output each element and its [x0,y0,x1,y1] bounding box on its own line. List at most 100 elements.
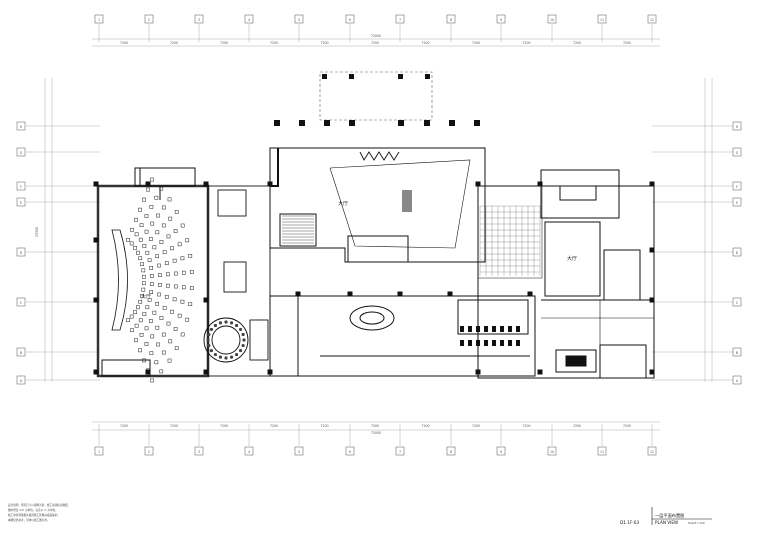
auditorium-seat [168,216,173,221]
conference-chair [213,352,218,357]
auditorium-seat [134,338,138,343]
note-line: 本图仅供参考，具体以施工图为准。 [8,518,50,522]
grid-bubble [446,446,456,456]
auditorium-seat [155,254,159,259]
auditorium-seat [188,302,193,306]
grid-bubble [345,446,355,456]
grid-bubble [16,181,26,191]
grid-bubble [194,446,204,456]
structural-column [447,291,453,297]
bay-dimension-top: 7200 [421,41,429,45]
auditorium-seat [141,287,146,292]
auditorium-seat [173,271,178,276]
auditorium-seat [138,348,142,353]
conference-chair [224,356,228,360]
grid-label-column: 5 [298,18,300,22]
structural-column [203,181,209,187]
auditorium-seat [144,326,149,331]
grid-bubble [597,14,607,24]
grid-label-row: B [736,351,738,355]
auditorium-seat [166,283,170,288]
auditorium-seat [181,285,186,290]
auditorium-seat [154,360,159,365]
general-notes: 设计说明：所有尺寸以现场为准，施工前请核对图纸。 图中所注 mm 为单位，标高以… [8,503,70,522]
drawing-subtitle: PLAN VIEW [655,520,678,525]
auditorium-seat [159,240,164,244]
auditorium-seat [138,207,142,212]
top-total-dimension: 72000 [371,34,381,38]
conference-chair [207,343,211,348]
bay-dimension-top: 7200 [120,41,128,45]
grid-label-row: H [736,125,739,129]
structural-columns [93,181,655,375]
side-total-dimension: 33300 [35,227,39,237]
auditorium-seat [166,234,171,239]
drawing-code: D1.1F-03 [620,520,639,525]
grid-label-column: 2 [148,450,150,454]
auditorium-seat [156,213,160,218]
conference-chair [234,323,239,328]
structural-column [537,369,543,375]
auditorium-seat [146,187,150,192]
grid-label-column: 11 [600,450,604,454]
conference-chair [229,321,234,325]
auditorium-seat [157,263,161,268]
room-label-right-atrium: 大厅 [567,255,577,262]
grid-label-column: 7 [399,18,401,22]
grid-bubble [194,14,204,24]
lobby-fixture [492,326,496,332]
auditorium-seat [180,332,185,337]
auditorium-seat [145,305,150,310]
auditorium-seat [133,245,137,250]
bay-dimension-top: 7200 [623,41,631,45]
grid-label-column: 12 [650,450,654,454]
grid-label-row: F [736,185,738,189]
auditorium-seat [142,312,147,316]
structural-column [93,181,99,187]
grid-label-column: 11 [600,18,604,22]
grid-label-column: 6 [349,450,351,454]
grid-bubble [345,14,355,24]
grid-label-row: G [736,151,739,155]
grid-label-row: F [20,185,22,189]
room-label-atrium: 大厅 [338,200,348,207]
auditorium-seat [149,290,153,294]
auditorium-seat [180,256,185,261]
grid-label-row: A [736,379,739,383]
auditorium-seat [145,250,150,255]
auditorium-seat [172,297,177,302]
grid-label-column: 3 [198,18,200,22]
auditorium-seat [129,241,134,246]
auditorium-seat [139,223,144,228]
auditorium-seat [142,244,147,248]
grid-label-row: E [20,201,22,205]
conference-chair [241,332,245,337]
auditorium-seat [139,332,144,337]
drawing-scale: SCALE 1:150 [688,521,705,525]
bay-dimension-bottom: 7200 [170,424,178,428]
lobby-fixture [516,326,520,332]
auditorium-seat [150,274,154,278]
conference-chair [213,323,218,328]
auditorium-seat [174,209,179,214]
grid-bubble [647,446,657,456]
lobby-fixture [484,340,488,346]
grid-bubble [732,347,742,357]
structural-column [93,237,99,243]
auditorium-seat [148,319,153,323]
auditorium-seat [161,350,166,355]
bay-dimension-top: 7200 [371,41,379,45]
auditorium-seat [134,217,138,222]
auditorium-seat [162,250,167,255]
auditorium-seat [150,282,154,286]
title-block: D1.1F-03 一层平面布置图 PLAN VIEW SCALE 1:150 [620,507,712,525]
grid-bubble [732,147,742,157]
auditorium-seat [149,266,153,270]
conference-chair [224,320,228,324]
grid-axes [26,24,733,446]
grid-label-column: 1 [98,450,100,454]
structural-column [649,247,655,253]
auditorium-seat [188,254,193,258]
structural-column [527,291,533,297]
grid-bubble [16,197,26,207]
